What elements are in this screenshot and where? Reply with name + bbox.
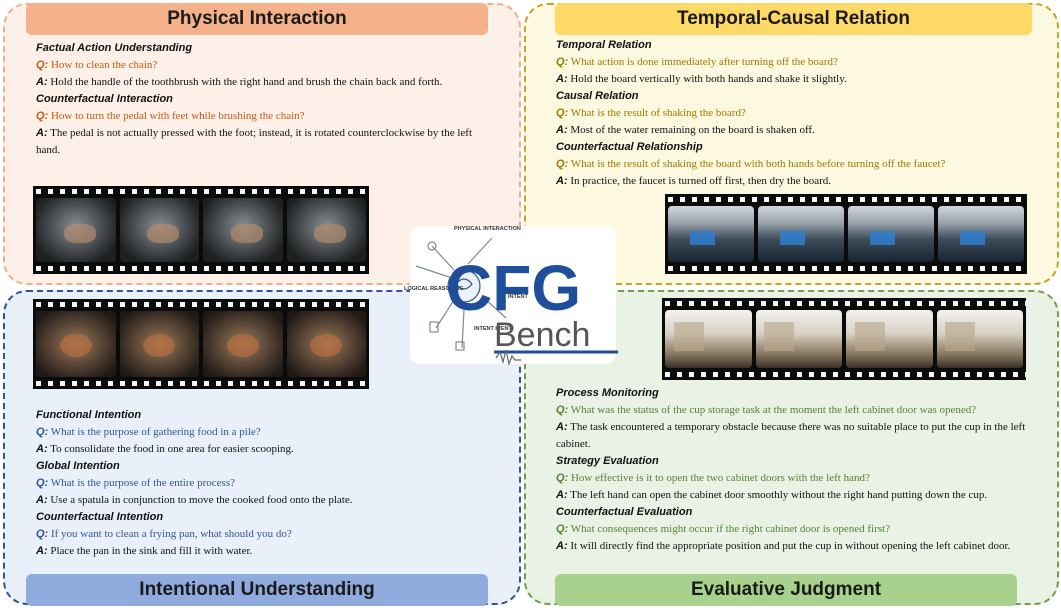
answer: A: Hold the handle of the toothbrush wit…	[36, 76, 443, 88]
logo-label-intent: INTENT	[508, 294, 529, 300]
section-heading: Functional Intention	[36, 409, 142, 421]
question: Q: How to clean the chain?	[36, 59, 158, 71]
logo-cfg-text: CFG	[446, 252, 581, 324]
question: Q: If you want to clean a frying pan, wh…	[36, 528, 292, 540]
video-frame	[936, 310, 1023, 368]
section-heading: Process Monitoring	[556, 387, 659, 399]
logo-bench-text: Bench	[494, 316, 590, 354]
video-frame	[848, 206, 934, 262]
video-frame	[846, 310, 933, 368]
question: Q: What action is done immediately after…	[556, 56, 838, 68]
evaluative-judgment-title: Evaluative Judgment	[555, 574, 1017, 606]
logo-label-physical: PHYSICAL INTERACTION	[454, 226, 521, 232]
section-heading: Global Intention	[36, 460, 120, 472]
video-frame	[119, 311, 199, 377]
question: Q: What is the purpose of gathering food…	[36, 426, 261, 438]
logo-label-intent-irent: INTENT IRENT	[474, 326, 513, 332]
question: Q: How to turn the pedal with feet while…	[36, 110, 305, 122]
brain-circuit-icon	[415, 237, 507, 351]
evaluative-qa-block: Process Monitoring Q: What was the statu…	[556, 385, 1034, 555]
physical-interaction-title: Physical Interaction	[26, 3, 488, 35]
physical-film-strip	[33, 186, 369, 274]
question: Q: What was the status of the cup storag…	[556, 404, 977, 416]
video-frame	[36, 198, 116, 262]
section-heading: Temporal Relation	[556, 39, 652, 51]
question: Q: What is the purpose of the entire pro…	[36, 477, 235, 489]
section-heading: Strategy Evaluation	[556, 455, 659, 467]
answer: A: The pedal is not actually pressed wit…	[36, 127, 473, 156]
answer: A: The task encountered a temporary obst…	[556, 421, 1026, 450]
video-frame	[668, 206, 754, 262]
video-frame	[36, 311, 116, 377]
temporal-causal-title: Temporal-Causal Relation	[555, 3, 1032, 35]
section-heading: Counterfactual Relationship	[556, 141, 703, 153]
answer: A: To consolidate the food in one area f…	[36, 443, 294, 455]
evaluative-film-strip	[662, 298, 1026, 380]
video-frame	[286, 198, 366, 262]
video-frame	[203, 311, 283, 377]
video-frame	[938, 206, 1024, 262]
section-heading: Causal Relation	[556, 90, 639, 102]
intentional-qa-block: Functional Intention Q: What is the purp…	[36, 407, 486, 560]
section-heading: Factual Action Understanding	[36, 42, 193, 54]
video-frame	[119, 198, 199, 262]
answer: A: Most of the water remaining on the bo…	[556, 124, 815, 136]
video-frame	[758, 206, 844, 262]
question: Q: What is the result of shaking the boa…	[556, 158, 946, 170]
answer: A: Hold the board vertically with both h…	[556, 73, 847, 85]
answer: A: In practice, the faucet is turned off…	[556, 175, 832, 187]
intentional-film-strip	[33, 299, 369, 389]
physical-qa-block: Factual Action Understanding Q: How to c…	[36, 40, 476, 159]
section-heading: Counterfactual Interaction	[36, 93, 173, 105]
cfg-bench-logo: PHYSICAL INTERACTION LOGICAL REASONING I…	[402, 218, 624, 370]
video-frame	[665, 310, 752, 368]
video-frame	[286, 311, 366, 377]
temporal-qa-block: Temporal Relation Q: What action is done…	[556, 37, 1046, 190]
answer: A: Place the pan in the sink and fill it…	[36, 545, 253, 557]
answer: A: Use a spatula in conjunction to move …	[36, 494, 353, 506]
intentional-understanding-title: Intentional Understanding	[26, 574, 488, 606]
question: Q: What is the result of shaking the boa…	[556, 107, 746, 119]
section-heading: Counterfactual Evaluation	[556, 506, 693, 518]
answer: A: It will directly find the appropriate…	[556, 540, 1011, 552]
question: Q: What consequences might occur if the …	[556, 523, 890, 535]
answer: A: The left hand can open the cabinet do…	[556, 489, 988, 501]
video-frame	[203, 198, 283, 262]
logo-label-logical: LOGICAL REASONING	[404, 286, 464, 292]
question: Q: How effective is it to open the two c…	[556, 472, 870, 484]
temporal-film-strip	[665, 194, 1027, 274]
section-heading: Counterfactual Intention	[36, 511, 164, 523]
video-frame	[755, 310, 842, 368]
